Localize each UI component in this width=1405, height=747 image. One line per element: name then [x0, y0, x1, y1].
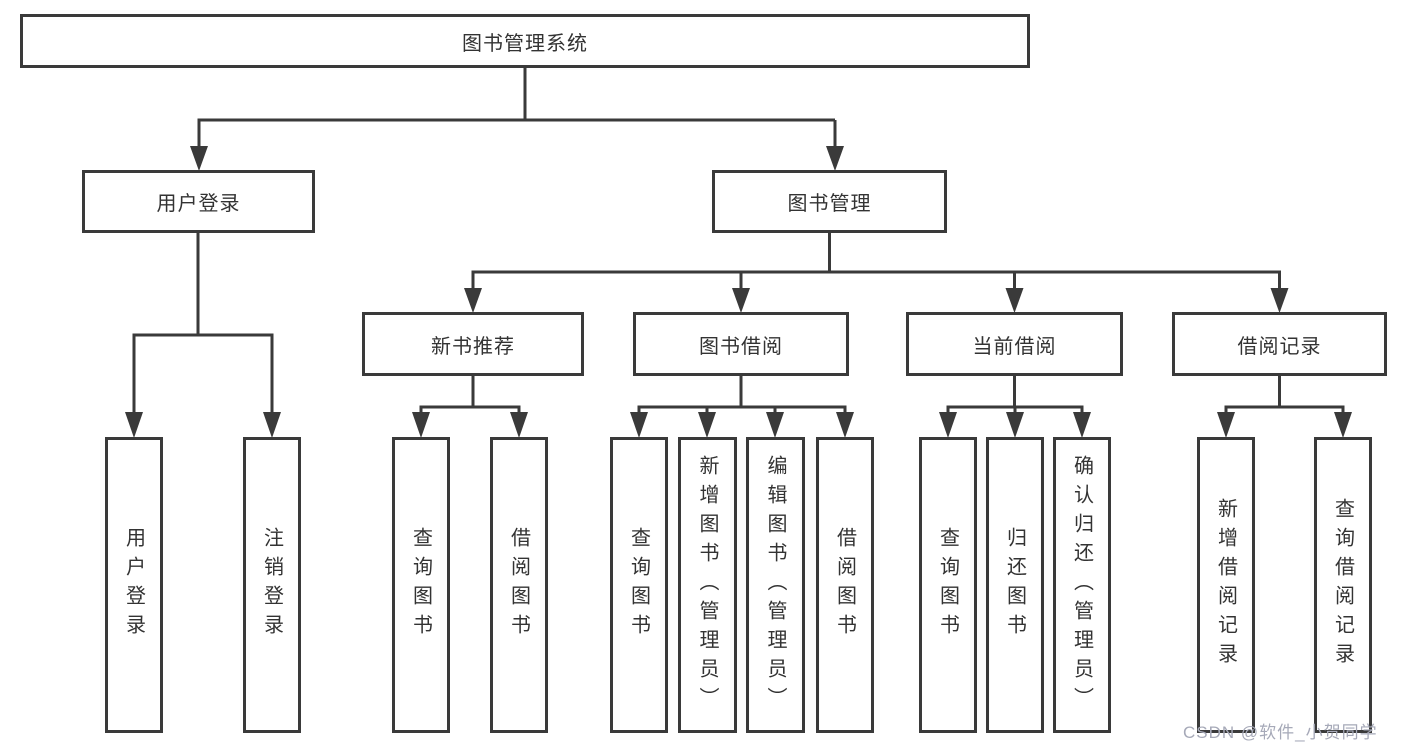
leaf-borrow-borrow-label: 借阅图书	[833, 527, 856, 643]
leaf-new-books-query-label: 查询图书	[409, 527, 432, 643]
leaf-borrow-add-admin-label: 新增图书（管理员）	[696, 454, 718, 716]
node-user-login-label: 用户登录	[156, 193, 241, 215]
node-borrow-records-label: 借阅记录	[1237, 335, 1322, 358]
leaf-records-query: 查询借阅记录	[1314, 437, 1372, 733]
leaf-records-add: 新增借阅记录	[1197, 437, 1255, 733]
leaf-current-return-label: 归还图书	[1003, 527, 1026, 643]
leaf-new-books-query: 查询图书	[392, 437, 450, 733]
leaf-user-login: 用户登录	[105, 437, 163, 733]
leaf-current-confirm-admin: 确认归还（管理员）	[1053, 437, 1111, 733]
connector-user-login-to-leaves	[125, 233, 281, 438]
leaf-borrow-edit-admin-label: 编辑图书（管理员）	[764, 454, 786, 716]
leaf-new-books-borrow-label: 借阅图书	[507, 527, 530, 643]
leaf-borrow-edit-admin: 编辑图书（管理员）	[746, 437, 805, 733]
leaf-current-query-label: 查询图书	[936, 527, 959, 643]
connector-book-management-to-level3	[464, 233, 1289, 313]
leaf-logout: 注销登录	[243, 437, 301, 733]
connector-root-to-level2	[190, 68, 844, 171]
node-book-borrow: 图书借阅	[633, 312, 849, 376]
node-root-label: 图书管理系统	[462, 32, 588, 55]
leaf-new-books-borrow: 借阅图书	[490, 437, 548, 733]
leaf-borrow-query: 查询图书	[610, 437, 668, 733]
csdn-watermark: CSDN @软件_小贺同学	[1183, 723, 1378, 742]
node-book-borrow-label: 图书借阅	[699, 335, 783, 358]
node-user-login: 用户登录	[82, 170, 315, 233]
leaf-logout-label: 注销登录	[260, 527, 283, 643]
node-borrow-records: 借阅记录	[1172, 312, 1387, 376]
leaf-records-query-label: 查询借阅记录	[1331, 498, 1354, 672]
leaf-records-add-label: 新增借阅记录	[1214, 498, 1237, 672]
connector-book-borrow-to-leaves	[630, 376, 854, 438]
leaf-current-return: 归还图书	[986, 437, 1044, 733]
leaf-user-login-label: 用户登录	[122, 527, 145, 643]
node-new-book-recommend: 新书推荐	[362, 312, 584, 376]
connector-borrow-records-to-leaves	[1217, 376, 1352, 438]
leaf-borrow-query-label: 查询图书	[627, 527, 650, 643]
node-book-management: 图书管理	[712, 170, 947, 233]
node-root: 图书管理系统	[20, 14, 1030, 68]
leaf-current-query: 查询图书	[919, 437, 977, 733]
node-new-book-recommend-label: 新书推荐	[431, 335, 515, 358]
leaf-borrow-borrow: 借阅图书	[816, 437, 874, 733]
node-current-borrow-label: 当前借阅	[972, 335, 1057, 358]
node-current-borrow: 当前借阅	[906, 312, 1123, 376]
leaf-current-confirm-admin-label: 确认归还（管理员）	[1070, 454, 1093, 716]
connector-new-books-to-leaves	[412, 376, 528, 438]
node-book-management-label: 图书管理	[787, 193, 872, 215]
leaf-borrow-add-admin: 新增图书（管理员）	[678, 437, 737, 733]
connector-current-borrow-to-leaves	[939, 376, 1091, 438]
